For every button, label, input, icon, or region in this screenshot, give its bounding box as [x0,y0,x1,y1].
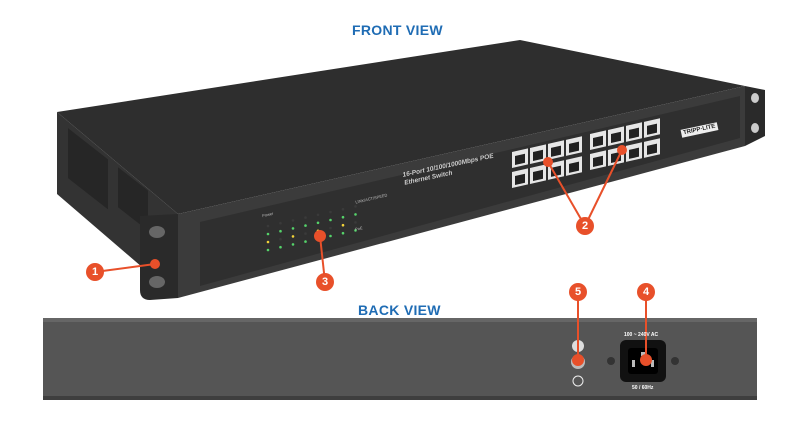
callout-2: 2 [576,217,594,235]
port-jack [593,155,603,167]
callout-4: 4 [637,283,655,301]
status-led [266,240,270,244]
port-jack [647,143,657,155]
status-led [266,248,270,252]
status-led [279,245,282,249]
status-led [316,221,320,225]
back-chassis [43,318,757,400]
status-led [291,235,295,238]
callout-5: 5 [569,283,587,301]
status-led [341,223,345,227]
port-jack [533,169,543,181]
status-led [354,213,357,216]
status-led [354,229,357,232]
status-led [341,207,345,211]
status-led [291,243,295,246]
port-jack [569,141,579,153]
port-jack [611,131,621,143]
status-led [354,205,357,208]
voltage-label: 100 ~ 240V AC [624,332,659,338]
status-led [304,216,307,219]
right-mount-ear [745,86,765,146]
status-led [304,232,307,235]
status-leds [266,205,357,252]
frequency-label: 50 / 60Hz [632,385,654,391]
port-jack [515,153,525,165]
status-led [291,219,295,222]
status-led [354,221,357,224]
port-jack [569,161,579,173]
status-led [329,226,332,230]
status-led [341,231,345,235]
status-led [279,237,282,241]
port-jack [533,149,543,161]
port-jack [629,127,639,139]
callout-3: 3 [316,273,334,291]
top-face [57,40,745,214]
port-jack [647,123,657,135]
status-led [279,221,282,225]
status-led [316,213,320,217]
port-jack [515,173,525,185]
callout-1: 1 [86,263,104,281]
status-led [291,227,295,230]
port-jack [551,145,561,157]
port-jack [611,151,621,163]
callout-lines [94,149,647,360]
status-led [329,234,332,238]
status-led [329,218,332,222]
front-view-title: FRONT VIEW [352,22,443,38]
port-jack [593,135,603,147]
status-led [341,215,345,219]
status-led [304,224,307,227]
status-led [266,224,270,228]
port-jack [629,147,639,159]
back-view-title: BACK VIEW [358,302,441,318]
status-led [279,229,282,233]
left-mount-ear [140,214,178,300]
status-led [329,210,332,214]
status-led [304,240,307,243]
ethernet-ports [512,118,660,188]
ground-symbol-icon [572,375,584,387]
status-led [266,232,270,236]
port-jack [551,165,561,177]
